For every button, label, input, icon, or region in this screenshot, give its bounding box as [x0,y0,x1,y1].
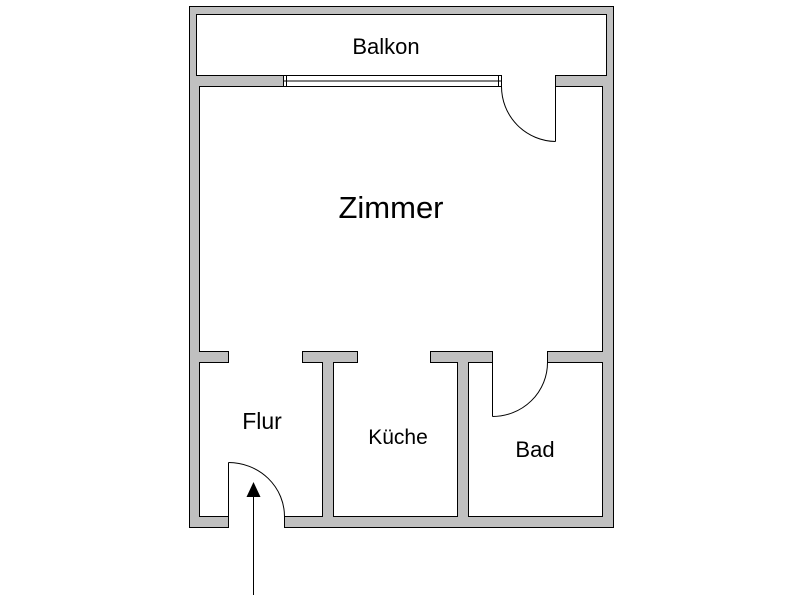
balcony-door [501,86,556,142]
room-balcony [196,14,607,76]
balcony-window [283,75,502,87]
room-hallway [199,362,323,517]
label-kitchen: Küche [368,426,428,449]
entrance-arrow-icon [246,482,261,595]
label-bathroom: Bad [515,437,554,462]
label-living-room: Zimmer [338,190,443,225]
label-hallway: Flur [242,408,282,434]
label-balcony: Balkon [352,34,419,59]
room-bathroom [468,362,603,517]
entrance-door [228,462,285,517]
wall-ends [228,351,548,363]
bathroom-door [492,362,548,417]
room-kitchen [333,362,458,517]
